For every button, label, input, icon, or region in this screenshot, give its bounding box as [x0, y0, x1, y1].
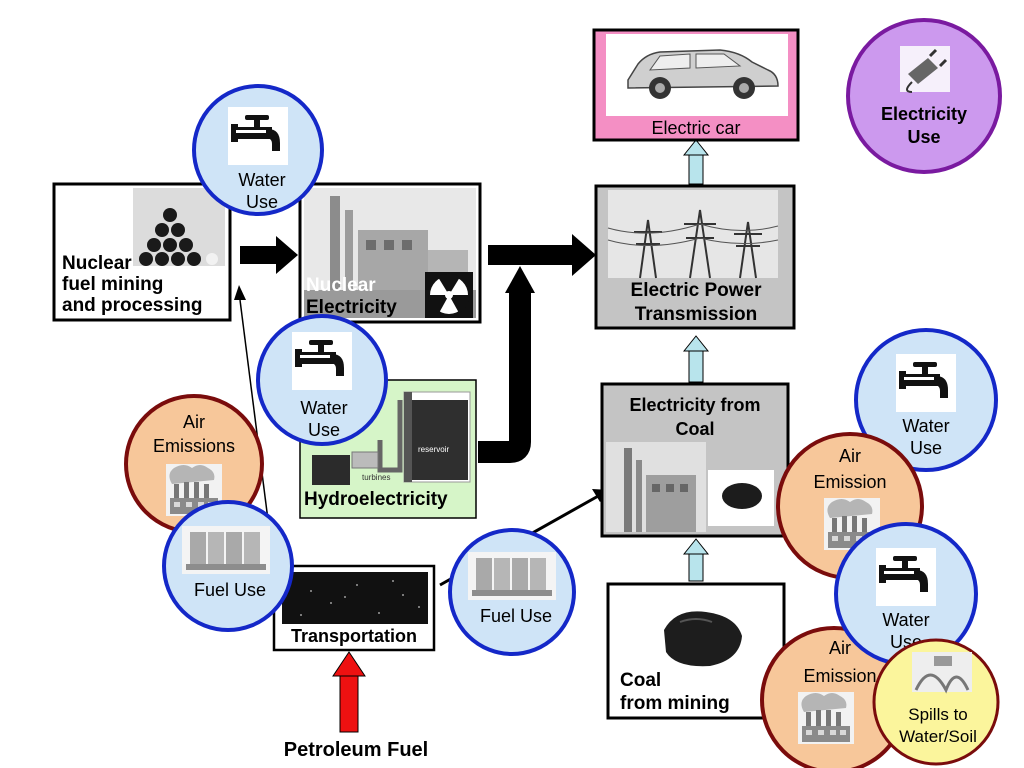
arrow-coal-electricity-to-transmission [682, 335, 710, 383]
spill-image [912, 652, 972, 694]
coal-electricity-label-1: Electricity from [629, 395, 760, 415]
fuel-use-label: Fuel Use [480, 606, 552, 626]
car-image [627, 49, 779, 99]
nuclear-electricity-label-2: Electricity [306, 297, 397, 318]
water-use-circle-coal-bottom: Water Use [834, 522, 978, 666]
plug-icon [900, 46, 950, 93]
air-emissions-label-1: Air [183, 412, 205, 432]
electricity-use-label-1: Electricity [881, 104, 967, 124]
nuclear-mining-label-2: fuel mining [62, 274, 163, 295]
water-use-label-1: Water [882, 610, 929, 630]
spills-circle: Spills to Water/Soil [872, 638, 1000, 766]
fuel-use-circle-transport: Fuel Use [162, 500, 294, 632]
arrow-hydro-to-transmission [478, 266, 535, 463]
coal-electricity-box: Electricity from Coal [600, 382, 790, 538]
water-use-circle-nuclear: Water Use [192, 84, 324, 216]
air-emission-label-2: Emission [813, 472, 886, 492]
faucet-icon [896, 354, 956, 412]
air-emission-label-2: Emission [803, 666, 876, 686]
arrow-nuclear-to-transmission [488, 234, 596, 276]
water-use-label-2: Use [308, 420, 340, 440]
coal-plant-image [606, 442, 706, 532]
fuel-use-circle-coal: Fuel Use [448, 528, 576, 656]
nuclear-electricity-box: Nuclear Electricity [298, 182, 482, 324]
air-emission-label-1: Air [829, 638, 851, 658]
electricity-use-label-2: Use [907, 127, 940, 147]
electric-car-box: Electric car [592, 28, 800, 142]
electric-car-label: Electric car [651, 118, 740, 138]
nuclear-mining-label-1: Nuclear [62, 253, 132, 274]
coal-mining-box: Coal from mining [606, 582, 786, 720]
water-use-circle-hydro: Water Use [256, 314, 388, 446]
hydro-label: Hydroelectricity [304, 489, 448, 510]
water-use-circle-coal-top: Water Use [854, 328, 998, 472]
nuclear-mining-label-3: and processing [62, 295, 202, 316]
water-use-label-2: Use [910, 438, 942, 458]
air-emissions-label-2: Emissions [153, 436, 235, 456]
transmission-label-1: Electric Power [631, 280, 763, 301]
nuclear-mining-box: Nuclear fuel mining and processing [52, 182, 232, 322]
transportation-image-noise [290, 580, 420, 616]
faucet-icon [876, 548, 936, 606]
dam-diagram: reservoir turbines [312, 391, 471, 485]
transportation-image [282, 572, 428, 624]
air-emission-label-1: Air [839, 446, 861, 466]
reservoir-label: reservoir [418, 445, 449, 454]
faucet-icon [228, 107, 288, 165]
faucet-icon [292, 332, 352, 390]
spills-label-2: Water/Soil [899, 727, 977, 746]
water-use-label-1: Water [238, 170, 285, 190]
hydro-box: reservoir turbines Hydroelectricity [299, 379, 477, 519]
transportation-label: Transportation [291, 626, 417, 646]
water-use-label-1: Water [902, 416, 949, 436]
coal-mining-label-2: from mining [620, 693, 730, 714]
turbines-label: turbines [362, 473, 390, 482]
transmission-label-2: Transmission [635, 304, 758, 325]
factory-icon [798, 692, 854, 744]
arrow-mining-to-nuclear [240, 236, 298, 274]
transmission-box: Electric Power Transmission [594, 184, 796, 330]
air-emission-circle-mining: Air Emission [760, 626, 908, 768]
coal-electricity-label-2: Coal [675, 419, 714, 439]
water-use-label-2: Use [246, 192, 278, 212]
barrels-icon [182, 526, 270, 574]
petroleum-label: Petroleum Fuel [284, 739, 428, 761]
electricity-use-circle: Electricity Use [846, 18, 1002, 174]
fuel-pellets-image [133, 188, 225, 266]
fuel-use-label: Fuel Use [194, 580, 266, 600]
transportation-box: Transportation [272, 564, 436, 652]
nuclear-electricity-label-1: Nuclear [306, 275, 376, 296]
coal-mining-label-1: Coal [620, 670, 661, 691]
coal-pile-image [664, 611, 742, 667]
coal-lump-image [708, 470, 774, 526]
arrow-coal-to-coal-electricity [682, 538, 710, 582]
water-use-label-1: Water [300, 398, 347, 418]
barrels-icon [468, 552, 556, 600]
spills-label-1: Spills to [908, 705, 968, 724]
arrow-transmission-to-car [682, 139, 710, 185]
arrow-fuel-to-nuclear-mining [234, 285, 269, 521]
petroleum-arrow [332, 651, 366, 733]
radiation-icon [425, 272, 473, 318]
power-lines-image [607, 190, 779, 279]
